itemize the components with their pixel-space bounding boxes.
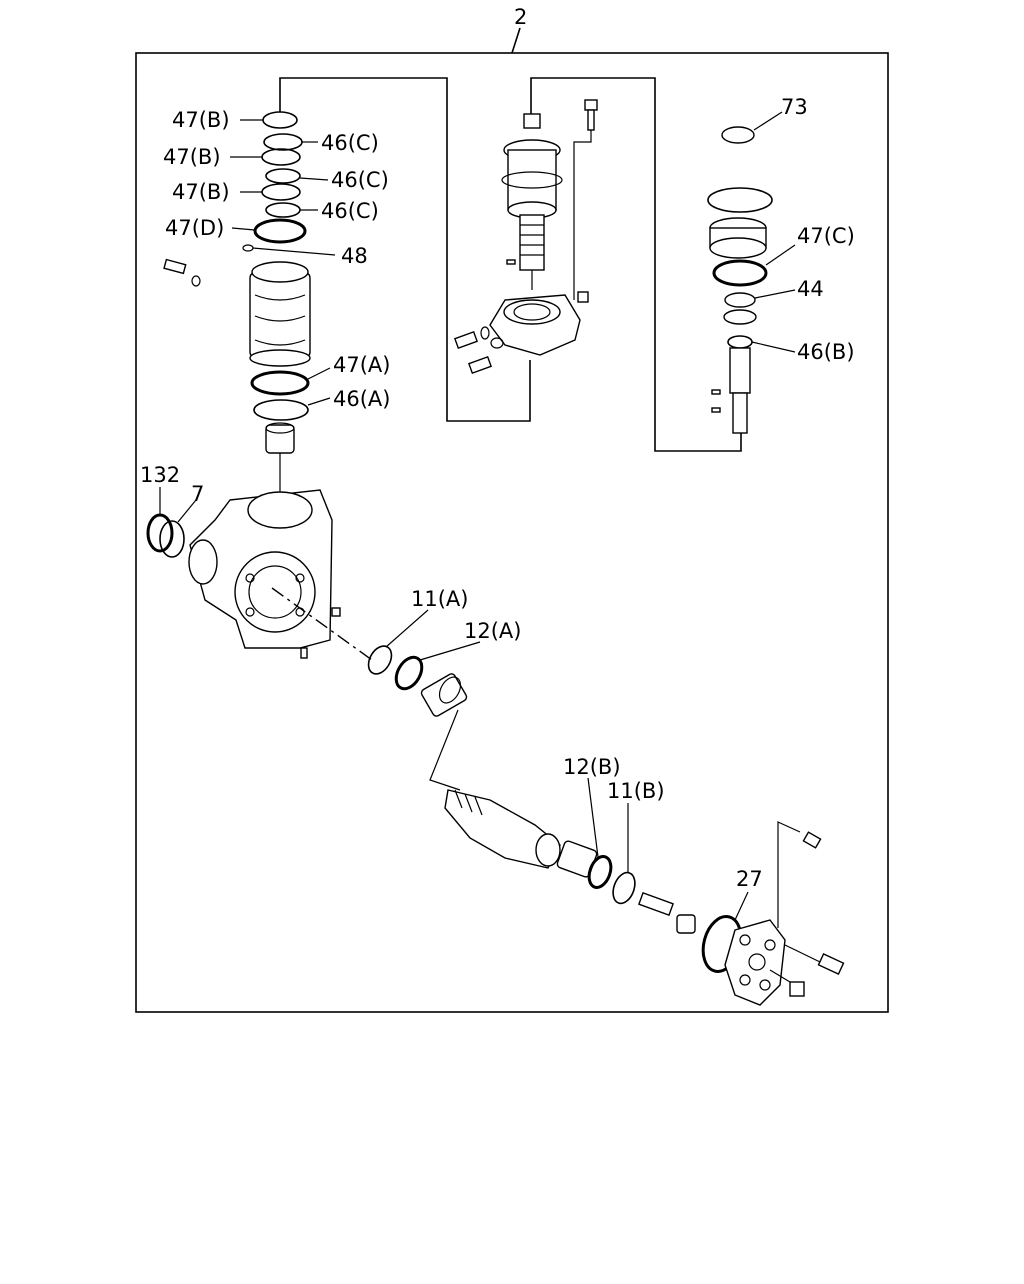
piston	[249, 261, 311, 367]
bracket-bolt	[573, 128, 592, 300]
bracket-left	[279, 77, 531, 422]
diagram-frame	[135, 52, 889, 1013]
callout-46b: 46(B)	[797, 340, 855, 364]
callout-27: 27	[736, 867, 763, 891]
input-shaft	[711, 347, 751, 434]
seal-46b	[727, 335, 753, 349]
piston-nut	[265, 422, 295, 454]
assembly-number: 2	[514, 5, 527, 29]
sector-shaft	[444, 789, 561, 869]
axis-sector-2	[429, 709, 461, 791]
seal-46c-3	[265, 202, 301, 218]
seal-46a	[253, 399, 309, 421]
upper-cover	[709, 217, 767, 259]
cover-bolt	[817, 952, 845, 976]
gear-housing	[188, 489, 333, 649]
washer-48	[242, 244, 254, 252]
callout-11b: 11(B)	[607, 779, 665, 803]
callout-47d: 47(D)	[165, 216, 224, 240]
bracket-right	[530, 77, 742, 452]
snap-ring-11b	[612, 871, 636, 905]
callout-47a: 47(A)	[333, 353, 390, 377]
assembly-leader	[511, 27, 521, 54]
bearing-44	[724, 292, 756, 308]
callout-labels: 47(B) 46(C) 47(B) 46(C) 47(B) 46(C) 47(D…	[140, 95, 855, 891]
cover-bleeder	[802, 831, 822, 849]
leader-lines	[159, 111, 796, 921]
callout-47c: 47(C)	[797, 224, 855, 248]
seal-12a	[394, 655, 424, 691]
callout-47b-3: 47(B)	[172, 180, 230, 204]
seal-47a	[250, 370, 310, 396]
side-cover	[724, 919, 786, 1006]
valve-housing	[489, 294, 581, 356]
cover-bleeder-line	[777, 821, 801, 928]
callout-7: 7	[191, 482, 204, 506]
seal-47b-3	[261, 183, 301, 201]
callout-132: 132	[140, 463, 180, 487]
seal-46c-1	[263, 133, 303, 151]
snap-ring-11a	[367, 645, 393, 675]
callout-12a: 12(A)	[464, 619, 521, 643]
callout-12b: 12(B)	[563, 755, 621, 779]
callout-46c-3: 46(C)	[321, 199, 379, 223]
callout-46c-1: 46(C)	[321, 131, 379, 155]
seal-47c	[712, 259, 768, 287]
seal-12b	[587, 855, 613, 889]
adjuster-screw	[638, 891, 696, 934]
callout-48: 48	[341, 244, 368, 268]
washer-73	[721, 126, 755, 144]
gasket-top	[707, 187, 773, 213]
bearing-lower	[556, 840, 598, 878]
callout-44: 44	[797, 277, 824, 301]
ring-7	[159, 520, 185, 558]
seal-47b-2	[261, 148, 301, 166]
callout-73: 73	[781, 95, 808, 119]
bearing-upper	[420, 673, 468, 717]
callout-46a: 46(A)	[333, 387, 390, 411]
valve-assembly	[501, 113, 563, 290]
seal-47b-1	[262, 111, 298, 129]
callout-47b-2: 47(B)	[163, 145, 221, 169]
race	[723, 309, 757, 325]
axis-sector	[271, 587, 373, 661]
housing-bleeder	[300, 647, 308, 659]
callout-46c-2: 46(C)	[331, 168, 389, 192]
cover-nut	[789, 981, 805, 997]
housing-bolt	[331, 607, 341, 617]
cover-bolt-line	[784, 944, 821, 963]
valve-plugs	[453, 326, 504, 375]
valve-fitting	[577, 291, 589, 303]
screw-left	[163, 258, 201, 287]
valve-bolt	[584, 99, 598, 131]
seal-47d	[253, 218, 307, 244]
callout-47b-1: 47(B)	[172, 108, 230, 132]
callout-11a: 11(A)	[411, 587, 468, 611]
seal-46c-2	[265, 168, 301, 184]
